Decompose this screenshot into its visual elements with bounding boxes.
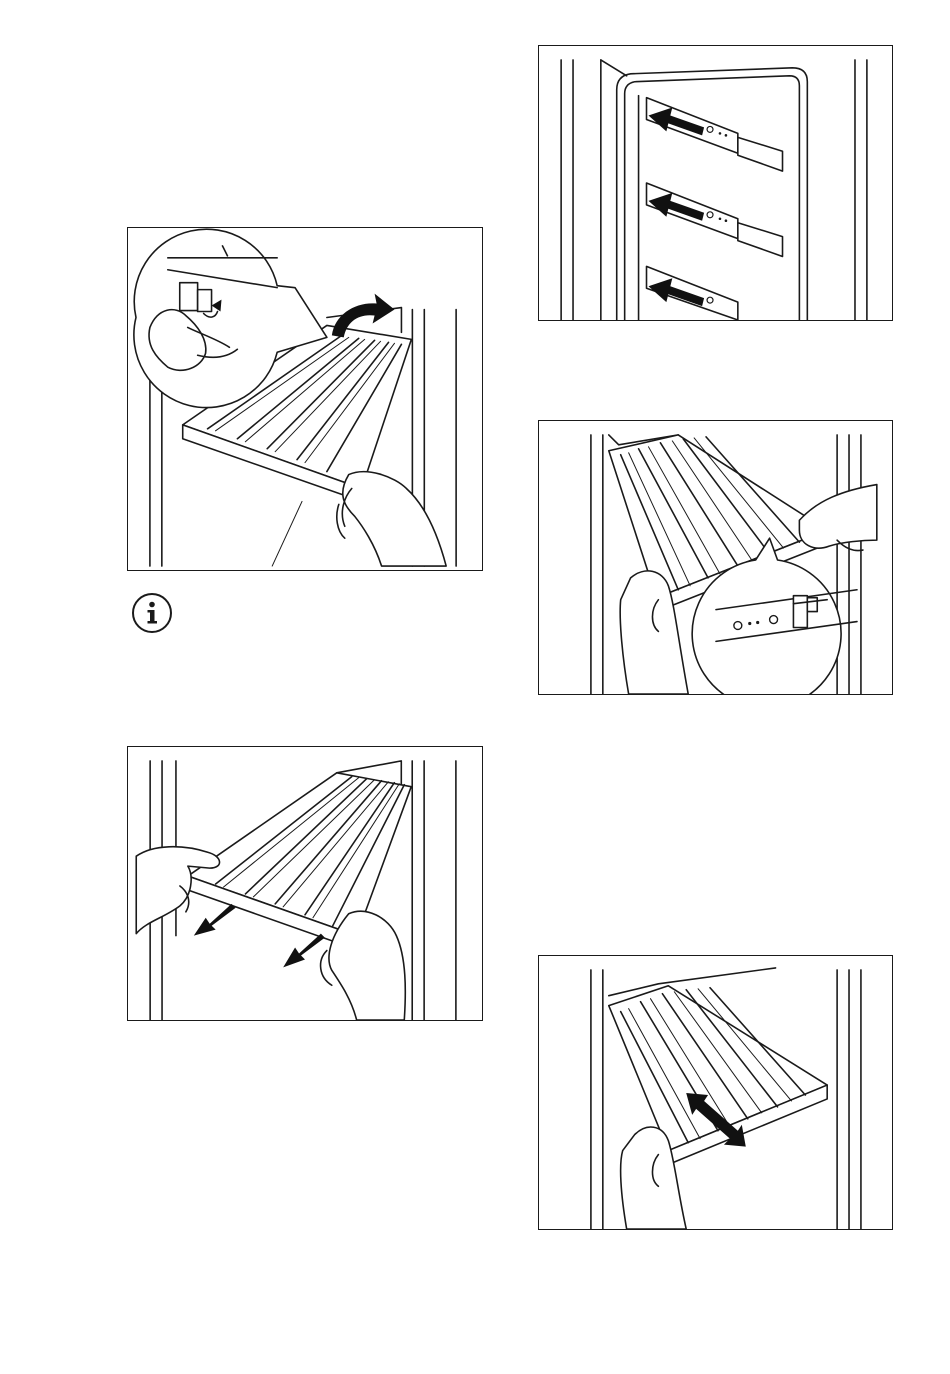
figure-shelf-pull-out	[127, 746, 483, 1021]
rail-insert-illustration	[539, 46, 892, 320]
shelf-fix-illustration	[539, 421, 892, 694]
figure-shelf-release	[127, 227, 483, 571]
info-icon	[131, 592, 173, 634]
rail	[647, 98, 783, 171]
pull-arrow-right-icon	[283, 934, 325, 968]
figure-shelf-adjust	[538, 955, 893, 1230]
shelf-adjust-illustration	[539, 956, 892, 1229]
shelf-pull-out-illustration	[128, 747, 482, 1020]
rail	[647, 183, 783, 256]
pull-arrow-left-icon	[194, 904, 236, 936]
figure-rail-insert	[538, 45, 893, 321]
hand-right	[337, 472, 446, 566]
shelf-release-illustration	[128, 228, 482, 570]
hand-right	[799, 485, 876, 551]
figure-shelf-fix	[538, 420, 893, 695]
